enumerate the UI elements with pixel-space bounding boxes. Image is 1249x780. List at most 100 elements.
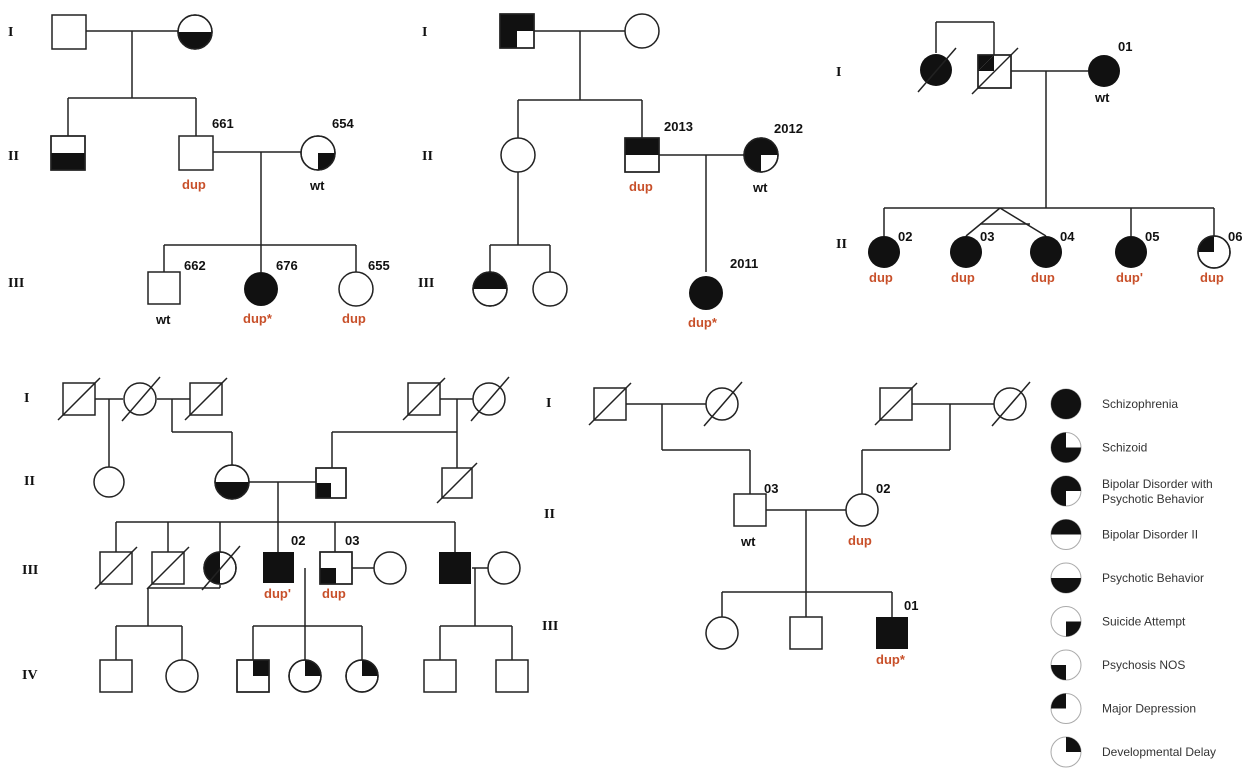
f3-id-03: 03 bbox=[980, 229, 994, 244]
f2-gt-2011: dup* bbox=[688, 315, 718, 330]
f1-gen-I: I bbox=[8, 25, 13, 40]
f1-gt-662: wt bbox=[155, 312, 171, 327]
f4-IV-female-3 bbox=[345, 659, 379, 693]
f3-gt-06: dup bbox=[1200, 270, 1224, 285]
f4-II-male-1 bbox=[315, 467, 347, 499]
f4-III-female-spouse-2 bbox=[487, 551, 521, 585]
f5-gen-II: II bbox=[544, 507, 555, 522]
f4-I-male-3-deceased bbox=[402, 377, 446, 421]
f5-gen-I: I bbox=[546, 396, 551, 411]
legend-item-bipolar-disorder-ii: Bipolar Disorder II bbox=[1050, 519, 1198, 550]
f2-id-2011: 2011 bbox=[730, 256, 758, 271]
f1-II-female-654 bbox=[300, 135, 336, 171]
f5-id-02: 02 bbox=[876, 481, 890, 496]
f3-gen-I: I bbox=[836, 65, 841, 80]
f3-gt-04: dup bbox=[1031, 270, 1055, 285]
f3-gt-01: wt bbox=[1094, 90, 1110, 105]
legend-symbol-major-depression bbox=[1050, 693, 1082, 724]
f1-gt-654: wt bbox=[309, 178, 325, 193]
f2-II-female bbox=[500, 137, 536, 173]
f2-id-2013: 2013 bbox=[664, 119, 693, 134]
f1-id-661: 661 bbox=[212, 116, 234, 131]
f3-gt-05: dup' bbox=[1116, 270, 1143, 285]
legend-item-schizophrenia: Schizophrenia bbox=[1050, 388, 1178, 420]
f4-IV-female-1 bbox=[165, 659, 199, 693]
legend-label-schizophrenia: Schizophrenia bbox=[1102, 397, 1178, 411]
f3-II-female-02 bbox=[868, 236, 900, 268]
f5-II-male-03 bbox=[733, 493, 767, 527]
f3-id-06: 06 bbox=[1228, 229, 1242, 244]
f4-I-female-1-deceased bbox=[121, 376, 161, 422]
f2-II-male-2013 bbox=[624, 137, 660, 173]
f4-IV-male-4 bbox=[495, 659, 529, 693]
f1-II-male-661 bbox=[178, 135, 214, 171]
f4-gen-IV: IV bbox=[22, 668, 38, 683]
legend-label-psychotic-behavior: Psychotic Behavior bbox=[1102, 571, 1204, 585]
f4-IV-male-1 bbox=[99, 659, 133, 693]
f3-id-05: 05 bbox=[1145, 229, 1159, 244]
family-1-pedigree: 661 dup 654 wt 662 wt 676 dup* 655 dup bbox=[50, 14, 390, 327]
f4-II-female-2 bbox=[214, 464, 250, 500]
legend-symbol-psychosis-nos bbox=[1050, 649, 1082, 681]
f1-gen-III: III bbox=[8, 276, 24, 291]
f2-gt-2013: dup bbox=[629, 179, 653, 194]
f4-I-female-3-deceased bbox=[470, 376, 510, 422]
f2-id-2012: 2012 bbox=[774, 121, 803, 136]
f5-I-female-1-deceased bbox=[703, 381, 743, 427]
f4-II-female-1 bbox=[93, 466, 125, 498]
f5-gen-III: III bbox=[542, 619, 558, 634]
f4-gen-I: I bbox=[24, 391, 29, 406]
legend-label-suicide-attempt: Suicide Attempt bbox=[1102, 615, 1186, 629]
f3-II-female-06 bbox=[1197, 235, 1231, 269]
f4-IV-male-3 bbox=[423, 659, 457, 693]
f1-I-female bbox=[177, 14, 213, 50]
f2-gen-II: II bbox=[422, 149, 433, 164]
legend-symbol-schizophrenia bbox=[1050, 388, 1082, 420]
f5-id-03: 03 bbox=[764, 481, 778, 496]
f3-gen-II: II bbox=[836, 237, 847, 252]
f3-II-female-03 bbox=[950, 236, 982, 268]
f4-IV-male-2 bbox=[236, 659, 270, 693]
f1-id-654: 654 bbox=[332, 116, 354, 131]
legend-symbol-suicide-attempt bbox=[1050, 606, 1082, 637]
legend-item-major-depression: Major Depression bbox=[1050, 693, 1196, 724]
f5-gt-02: dup bbox=[848, 533, 872, 548]
f5-I-male-1-deceased bbox=[588, 382, 632, 426]
legend-item-developmental-delay: Developmental Delay bbox=[1050, 736, 1216, 768]
legend-symbol-psychotic-behavior bbox=[1050, 562, 1082, 594]
f1-III-female-655 bbox=[338, 271, 374, 307]
f2-I-female bbox=[624, 13, 660, 49]
legend-item-psychosis-nos: Psychosis NOS bbox=[1050, 649, 1185, 681]
f5-I-male-2-deceased bbox=[874, 382, 918, 426]
f2-III-female-right bbox=[532, 271, 568, 307]
f4-III-male-1-deceased bbox=[94, 546, 138, 590]
legend-symbol-schizoid bbox=[1050, 432, 1082, 463]
f4-III-male-03 bbox=[319, 551, 353, 585]
legend-item-psychotic-behavior: Psychotic Behavior bbox=[1050, 562, 1204, 594]
f4-III-male-2-deceased bbox=[146, 546, 190, 590]
f5-III-female bbox=[705, 616, 739, 650]
f4-I-male-1-deceased bbox=[57, 377, 101, 421]
f4-III-female-spouse-1 bbox=[373, 551, 407, 585]
f4-gt-02: dup' bbox=[264, 586, 291, 601]
legend-label-major-depression: Major Depression bbox=[1102, 702, 1196, 716]
f1-III-male-662 bbox=[147, 271, 181, 305]
f5-id-01: 01 bbox=[904, 598, 918, 613]
legend-label-schizoid: Schizoid bbox=[1102, 441, 1147, 455]
f4-III-male-02 bbox=[263, 552, 294, 583]
legend-symbol-bipolar-disorder-ii bbox=[1050, 519, 1082, 550]
f2-III-female-left bbox=[472, 271, 508, 307]
f3-id-02: 02 bbox=[898, 229, 912, 244]
f3-gt-03: dup bbox=[951, 270, 975, 285]
f4-III-male-affected bbox=[439, 552, 471, 584]
f1-gt-655: dup bbox=[342, 311, 366, 326]
legend-label-psychosis-nos: Psychosis NOS bbox=[1102, 658, 1185, 672]
f1-II-male-left bbox=[50, 135, 86, 171]
f4-gen-II: II bbox=[24, 474, 35, 489]
f1-id-655: 655 bbox=[368, 258, 390, 273]
f4-gt-03: dup bbox=[322, 586, 346, 601]
f5-II-female-02 bbox=[845, 493, 879, 527]
legend-item-schizoid: Schizoid bbox=[1050, 432, 1147, 463]
